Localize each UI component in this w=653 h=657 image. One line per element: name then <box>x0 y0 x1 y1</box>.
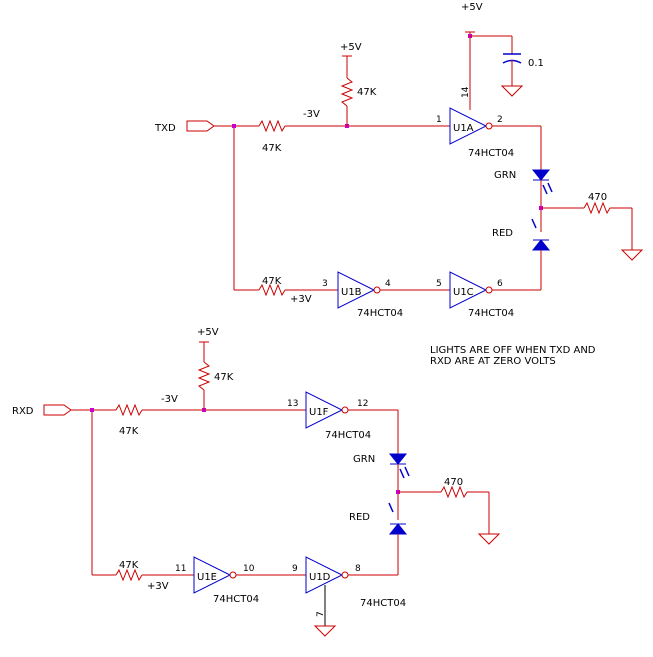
tx-pullup-vcc-label: +5V <box>340 42 362 53</box>
vcc-top-label: +5V <box>461 2 483 13</box>
rx-green-led-label: GRN <box>353 454 375 465</box>
txd-label: TXD <box>154 123 176 134</box>
u1c-part: 74HCT04 <box>468 308 514 319</box>
u1d-gnd-pin: 7 <box>316 611 326 617</box>
u1d-name: U1D <box>309 572 331 583</box>
tx-red-led: RED <box>492 218 551 251</box>
u1e-part: 74HCT04 <box>213 594 259 605</box>
u1e-name: U1E <box>197 572 217 583</box>
rx-led-resistor-value: 470 <box>444 477 463 488</box>
decoupling-capacitor: 0.1 <box>470 35 544 97</box>
u1e-pin-out: 10 <box>243 564 255 574</box>
txd-connector: TXD <box>154 120 215 134</box>
u1b-part: 74HCT04 <box>357 308 403 319</box>
gate-u1f: 13 U1F 74HCT04 12 <box>287 391 371 441</box>
u1f-name: U1F <box>309 407 329 418</box>
u1a-pin-out: 2 <box>497 115 503 125</box>
tx-bias-label-bottom: +3V <box>290 294 312 305</box>
rx-red-led: RED <box>349 502 408 535</box>
tx-bias-label-top: -3V <box>303 109 320 120</box>
rx-green-led: GRN <box>353 453 410 479</box>
gate-u1e: 11 U1E 74HCT04 10 <box>175 556 259 605</box>
rx-red-led-label: RED <box>349 512 370 523</box>
tx-series-resistor-top-value: 47K <box>262 143 282 154</box>
u1a-vcc-pin: 14 <box>461 86 471 98</box>
rx-bias-label-top: -3V <box>161 394 178 405</box>
u1d-part: 74HCT04 <box>360 598 406 609</box>
note-line-1: LIGHTS ARE OFF WHEN TXD AND <box>430 345 596 356</box>
rxd-label: RXD <box>12 406 34 417</box>
note-line-2: RXD ARE AT ZERO VOLTS <box>430 356 556 367</box>
u1f-pin-in: 13 <box>287 399 298 409</box>
u1a-pin-in: 1 <box>436 115 442 125</box>
u1c-name: U1C <box>453 287 474 298</box>
u1d-pin-out: 8 <box>355 564 361 574</box>
u1f-pin-out: 12 <box>357 399 368 409</box>
rx-pullup-vcc-label: +5V <box>197 327 219 338</box>
gate-u1d: 9 U1D 74HCT04 8 <box>292 556 406 609</box>
u1e-pin-in: 11 <box>175 564 186 574</box>
tx-green-led-label: GRN <box>494 170 516 181</box>
rx-pullup-resistor-value: 47K <box>214 372 234 383</box>
u1b-pin-in: 3 <box>322 279 328 289</box>
u1f-part: 74HCT04 <box>325 430 371 441</box>
gate-u1b: 3 U1B 74HCT04 4 <box>322 271 403 319</box>
u1b-pin-out: 4 <box>385 279 391 289</box>
u1b-name: U1B <box>341 287 362 298</box>
gate-u1c: 5 U1C 74HCT04 6 <box>436 271 514 319</box>
u1c-pin-out: 6 <box>497 279 503 289</box>
tx-red-led-label: RED <box>492 228 513 239</box>
u1a-name: U1A <box>453 123 474 134</box>
rx-series-resistor-bottom-value: 47K <box>119 560 139 571</box>
u1c-pin-in: 5 <box>436 279 442 289</box>
tx-led-resistor-value: 470 <box>588 192 607 203</box>
u1d-pin-in: 9 <box>292 564 298 574</box>
capacitor-value: 0.1 <box>528 58 544 69</box>
tx-series-resistor-bottom-value: 47K <box>262 276 282 287</box>
vcc-supply-top: +5V <box>461 2 483 38</box>
gate-u1a: 1 U1A 74HCT04 2 <box>436 107 514 159</box>
rxd-connector: RXD <box>12 404 72 417</box>
tx-green-led: GRN <box>494 169 553 195</box>
tx-pullup-resistor-value: 47K <box>357 87 377 98</box>
u1a-part: 74HCT04 <box>468 148 514 159</box>
rx-series-resistor-top-value: 47K <box>119 426 139 437</box>
rx-bias-label-bottom: +3V <box>147 581 169 592</box>
